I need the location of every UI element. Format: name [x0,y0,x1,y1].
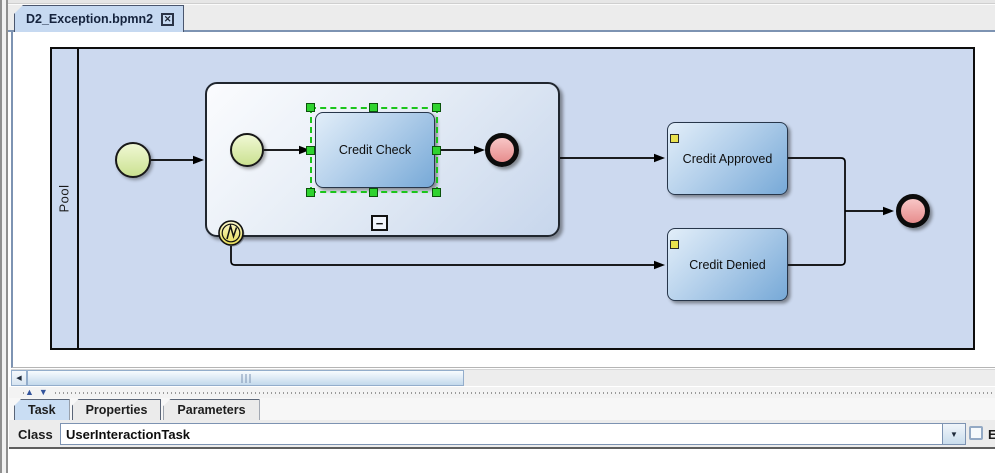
dropdown-arrow-icon[interactable]: ▼ [942,424,965,444]
properties-tab-bar: Task Properties Parameters [9,398,995,420]
task-label: Credit Check [338,143,412,157]
selection-handle-sw[interactable] [306,188,315,197]
selection-box [306,103,441,197]
tab-task[interactable]: Task [14,399,70,420]
arrowheads [193,145,894,270]
selection-handle-ne[interactable] [432,103,441,112]
horizontal-scrollbar[interactable]: ◀ [11,369,995,386]
task-credit-approved[interactable]: Credit Approved [667,122,788,195]
start-event-main[interactable] [115,142,151,178]
left-splitter-strip[interactable] [0,0,8,473]
class-combobox-value[interactable]: UserInteractionTask [66,427,191,442]
selection-handle-nw[interactable] [306,103,315,112]
end-event-main[interactable] [896,194,930,228]
class-field-label: Class [18,427,53,442]
selection-handle-n[interactable] [369,103,378,112]
pool-label-band[interactable]: Pool [52,49,79,348]
selection-handle-se[interactable] [432,188,441,197]
subprocess-collapse-button[interactable]: − [371,215,388,231]
start-event-subprocess[interactable] [230,133,264,167]
selection-handle-e[interactable] [432,146,441,155]
selection-handle-s[interactable] [369,188,378,197]
task-type-icon [670,134,679,143]
scroll-left-icon[interactable]: ◀ [11,370,27,386]
selection-handle-w[interactable] [306,146,315,155]
class-combobox[interactable]: UserInteractionTask ▼ [60,423,966,445]
tab-properties[interactable]: Properties [71,399,162,420]
task-credit-denied[interactable]: Credit Denied [667,228,788,301]
ex-checkbox-label: Ex [988,427,995,442]
split-divider[interactable]: ▲ ▼ [9,387,995,398]
lightning-icon [226,223,238,240]
tab-parameters[interactable]: Parameters [163,399,260,420]
boundary-exception-event[interactable] [218,220,245,247]
tab-d2-exception[interactable]: D2_Exception.bpmn2 ✕ [14,5,185,32]
tabpane-border [8,30,995,32]
ex-checkbox[interactable] [969,426,983,440]
end-event-subprocess[interactable] [485,133,519,167]
class-field-row: Class UserInteractionTask ▼ Ex [9,420,995,449]
scrollbar-thumb[interactable] [27,370,464,386]
close-icon[interactable]: ✕ [161,12,175,26]
task-label: Credit Denied [689,257,766,272]
task-type-icon [670,240,679,249]
flow-boundary-to-denied[interactable] [230,246,656,266]
scrollbar-grip-icon [241,374,250,383]
divider-collapse-up-icon[interactable]: ▲ [25,387,34,397]
flow-merge-bracket[interactable] [788,157,846,266]
task-label: Credit Approved [682,151,773,166]
divider-collapse-down-icon[interactable]: ▼ [38,387,48,397]
tab-title: D2_Exception.bpmn2 [26,12,154,26]
top-edge [8,0,995,4]
bottom-empty-panel [9,451,995,473]
divider-texture [23,392,993,394]
